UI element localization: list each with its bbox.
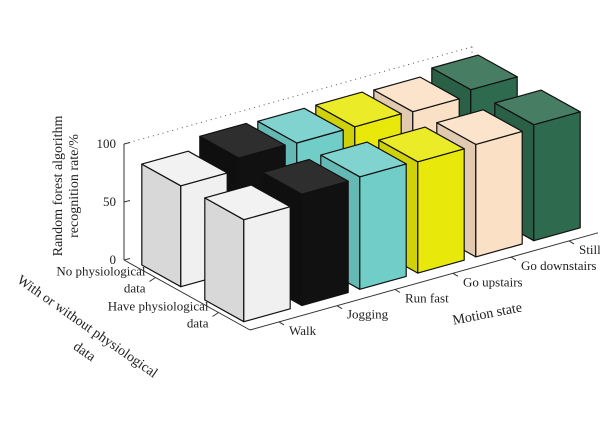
z-tick: [123, 258, 131, 261]
bar-front: [243, 206, 291, 323]
x-tick-label: Walk: [289, 323, 317, 338]
bar: [204, 184, 291, 323]
bar-top: [262, 158, 349, 195]
bars: [141, 54, 581, 323]
y-tick: [212, 312, 219, 317]
z-tick: [123, 200, 131, 203]
bar-top: [436, 109, 523, 145]
bar-top: [373, 76, 460, 113]
back-grid: [123, 46, 473, 260]
y-tick-label-line2: data: [124, 281, 146, 296]
x-tick-label: Still: [579, 242, 600, 257]
y-tick-label: No physiological: [56, 264, 146, 279]
bar: [141, 150, 228, 288]
bar-front: [533, 111, 581, 242]
x-tick: [452, 272, 459, 277]
x-tick-label: Go downstairs: [521, 258, 596, 273]
x-tick: [568, 240, 575, 245]
bar-top: [257, 107, 344, 144]
x-tick: [394, 289, 401, 293]
y-tick-label-line2: data: [187, 316, 209, 331]
bar-top: [204, 184, 291, 221]
x-tick-label: Run fast: [405, 291, 449, 306]
bar-top: [315, 91, 402, 128]
y-axis-line: [123, 259, 251, 331]
bar-top: [141, 150, 228, 187]
x-tick: [278, 321, 285, 326]
bar-top: [199, 122, 286, 159]
x-tick-label: Jogging: [347, 307, 389, 322]
z-tick: [123, 142, 131, 145]
bar-top: [320, 141, 407, 178]
bar-front: [417, 148, 465, 274]
x-tick: [336, 305, 343, 310]
z-tick-label: 100: [97, 136, 117, 151]
x-axis-line: [249, 232, 599, 331]
bar-top: [378, 126, 465, 163]
bar-front: [475, 130, 523, 258]
back-top-edge: [123, 46, 473, 145]
z-tick-label: 0: [110, 252, 117, 267]
bar-front: [301, 180, 349, 307]
x-tick-label: Go upstairs: [463, 274, 523, 289]
z-tick-label: 50: [103, 194, 116, 209]
z-axis-label-line2: recognition rate/%: [67, 134, 82, 238]
bar-top: [494, 89, 581, 126]
bar-front: [359, 163, 407, 290]
y-tick-label: Have physiological: [108, 299, 209, 314]
bar-top: [431, 54, 518, 91]
y-axis-label-line2: data: [70, 339, 98, 365]
x-tick: [510, 256, 517, 261]
x-axis-label: Motion state: [451, 300, 523, 328]
z-axis-label: Random forest algorithm: [51, 116, 66, 257]
y-tick: [149, 277, 156, 282]
